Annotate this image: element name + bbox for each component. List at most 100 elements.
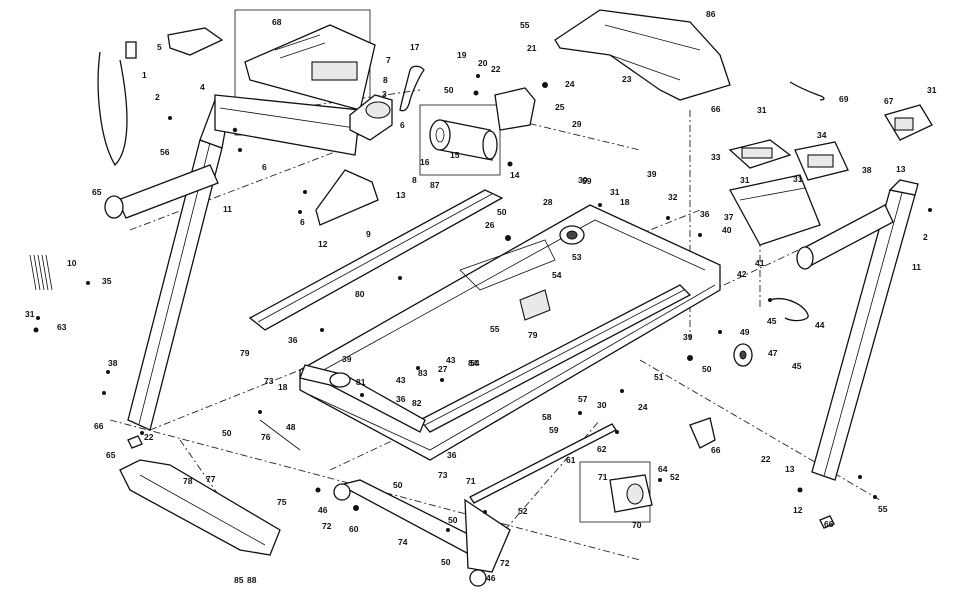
left-side-rail bbox=[248, 189, 504, 331]
callout-36: 36 bbox=[700, 209, 710, 219]
callout-42: 42 bbox=[737, 269, 747, 279]
isolator-wheel bbox=[733, 343, 753, 367]
callout-64: 64 bbox=[658, 464, 668, 474]
callout-85: 85 bbox=[234, 575, 244, 585]
callout-62: 62 bbox=[597, 444, 607, 454]
callout-39: 39 bbox=[683, 332, 693, 342]
callout-31: 31 bbox=[793, 174, 803, 184]
callout-54: 54 bbox=[552, 270, 562, 280]
callout-31: 31 bbox=[740, 175, 750, 185]
callout-39: 39 bbox=[647, 169, 657, 179]
callout-27: 27 bbox=[438, 364, 448, 374]
callout-38: 38 bbox=[862, 165, 872, 175]
callout-24: 24 bbox=[565, 79, 575, 89]
callout-68: 68 bbox=[272, 17, 282, 27]
callout-17: 17 bbox=[410, 42, 420, 52]
callout-59: 59 bbox=[582, 176, 592, 186]
callout-36: 36 bbox=[396, 394, 406, 404]
callout-8: 8 bbox=[412, 175, 417, 185]
right-crossbar-tube bbox=[796, 204, 894, 270]
power-board bbox=[794, 141, 849, 181]
hardware-fasteners bbox=[33, 74, 932, 532]
incline-frame bbox=[333, 479, 511, 587]
left-handrail-tube bbox=[104, 164, 219, 219]
callout-8: 8 bbox=[383, 75, 388, 85]
callout-34: 34 bbox=[817, 130, 827, 140]
callout-6: 6 bbox=[262, 162, 267, 172]
callout-47: 47 bbox=[768, 348, 778, 358]
callout-63: 63 bbox=[57, 322, 67, 332]
callout-66: 66 bbox=[824, 519, 834, 529]
callout-72: 72 bbox=[500, 558, 510, 568]
callout-65: 65 bbox=[106, 450, 116, 460]
callout-76: 76 bbox=[261, 432, 271, 442]
callout-13: 13 bbox=[396, 190, 406, 200]
callout-11: 11 bbox=[912, 262, 921, 272]
callout-12: 12 bbox=[793, 505, 803, 515]
callout-50: 50 bbox=[444, 85, 454, 95]
callout-21: 21 bbox=[527, 43, 537, 53]
incline-shaft bbox=[469, 423, 617, 504]
callout-14: 14 bbox=[510, 170, 520, 180]
callout-43: 43 bbox=[446, 355, 456, 365]
callout-50: 50 bbox=[222, 428, 232, 438]
motor-hood bbox=[554, 9, 731, 101]
callout-54: 54 bbox=[470, 358, 480, 368]
callout-31: 31 bbox=[757, 105, 767, 115]
callout-55: 55 bbox=[878, 504, 888, 514]
motor-controller-housing bbox=[729, 174, 821, 246]
callout-73: 73 bbox=[264, 376, 274, 386]
callout-10: 10 bbox=[67, 258, 77, 268]
callout-87: 87 bbox=[430, 180, 440, 190]
callout-50: 50 bbox=[441, 557, 451, 567]
callout-4: 4 bbox=[200, 82, 205, 92]
callout-31: 31 bbox=[25, 309, 35, 319]
callout-52: 52 bbox=[518, 506, 528, 516]
callout-9: 9 bbox=[366, 229, 371, 239]
callout-56: 56 bbox=[160, 147, 170, 157]
callout-28: 28 bbox=[543, 197, 553, 207]
callout-70: 70 bbox=[632, 520, 642, 530]
callout-58: 58 bbox=[542, 412, 552, 422]
callout-51: 51 bbox=[654, 372, 664, 382]
controller-board bbox=[728, 139, 792, 169]
callout-22: 22 bbox=[761, 454, 771, 464]
callout-72: 72 bbox=[322, 521, 332, 531]
callout-66: 66 bbox=[711, 104, 721, 114]
motor-assembly bbox=[419, 104, 501, 176]
callout-80: 80 bbox=[355, 289, 365, 299]
incline-motor bbox=[579, 461, 653, 523]
callout-2: 2 bbox=[923, 232, 928, 242]
callout-53: 53 bbox=[572, 252, 582, 262]
callout-65: 65 bbox=[92, 187, 102, 197]
console-stand bbox=[315, 169, 379, 226]
callout-29: 29 bbox=[572, 119, 582, 129]
callout-39: 39 bbox=[342, 354, 352, 364]
callout-30: 30 bbox=[597, 400, 607, 410]
callout-20: 20 bbox=[478, 58, 488, 68]
callout-46: 46 bbox=[486, 573, 496, 583]
foot-pad-right bbox=[819, 515, 835, 529]
callout-31: 31 bbox=[610, 187, 620, 197]
callout-36: 36 bbox=[447, 450, 457, 460]
callout-55: 55 bbox=[520, 20, 530, 30]
callout-84: 84 bbox=[468, 358, 478, 368]
callout-50: 50 bbox=[393, 480, 403, 490]
rear-base bbox=[119, 459, 281, 556]
wire-tie-set bbox=[29, 254, 53, 291]
callout-81: 81 bbox=[356, 377, 366, 387]
drive-belt bbox=[399, 65, 425, 112]
callout-74: 74 bbox=[398, 537, 408, 547]
callout-24: 24 bbox=[638, 402, 648, 412]
bracket-plate bbox=[689, 417, 716, 449]
callout-78: 78 bbox=[183, 476, 193, 486]
callout-50: 50 bbox=[702, 364, 712, 374]
callout-73: 73 bbox=[438, 470, 448, 480]
callout-46: 46 bbox=[318, 505, 328, 515]
callout-13: 13 bbox=[896, 164, 906, 174]
callout-50: 50 bbox=[448, 515, 458, 525]
callout-18: 18 bbox=[620, 197, 630, 207]
rear-axle bbox=[259, 419, 301, 451]
callout-66: 66 bbox=[94, 421, 104, 431]
